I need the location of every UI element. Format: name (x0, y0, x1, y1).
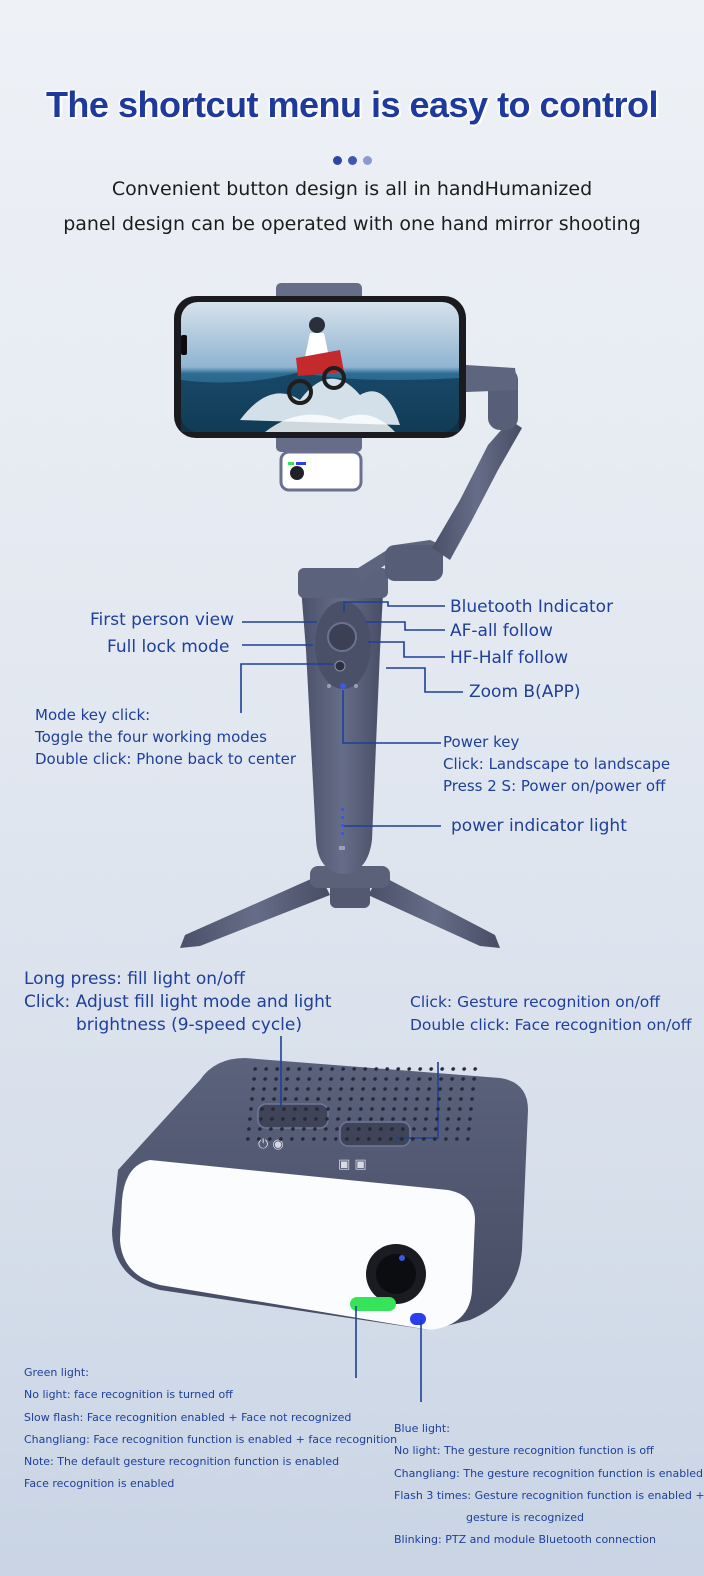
blue-note-4: gesture is recognized (466, 1511, 584, 1525)
label-first-person-view: First person view (90, 610, 235, 630)
dot-3 (362, 156, 372, 165)
green-light-notes: Green light: No light: face recognition … (24, 1362, 397, 1496)
blue-note-2: Changliang: The gesture recognition func… (394, 1466, 704, 1480)
tripod (180, 866, 500, 948)
blue-light-notes: Blue light: No light: The gesture recogn… (394, 1418, 704, 1552)
label-af-all-follow: AF-all follow (450, 621, 553, 641)
gimbal-illustration (174, 283, 522, 948)
label-bluetooth-indicator: Bluetooth Indicator (450, 597, 614, 617)
mode-key-line-3: Double click: Phone back to center (35, 750, 296, 768)
label-hf-half-follow: HF-Half follow (450, 648, 569, 668)
mode-key-line-2: Toggle the four working modes (35, 728, 267, 746)
label-full-lock-mode: Full lock mode (107, 637, 230, 657)
blue-light-indicator (410, 1313, 426, 1325)
dot-2 (347, 156, 357, 165)
motorcycle-rider (287, 317, 346, 405)
blue-note-3: Flash 3 times: Gesture recognition funct… (394, 1488, 704, 1502)
green-note-4: Note: The default gesture recognition fu… (24, 1455, 340, 1469)
green-note-2: Slow flash: Face recognition enabled + F… (24, 1410, 352, 1424)
blue-note-1: No light: The gesture recognition functi… (394, 1444, 654, 1458)
green-note-1: No light: face recognition is turned off (24, 1388, 233, 1402)
label-power-indicator: power indicator light (451, 816, 627, 836)
gimbal-leader-lines (240, 601, 463, 827)
fill-line-2: Click: Adjust fill light mode and light (24, 992, 332, 1012)
svg-text:▣ ▣: ▣ ▣ (338, 1157, 367, 1172)
mini-light-module (279, 450, 363, 492)
fill-line-3: brightness (9-speed cycle) (76, 1015, 302, 1035)
subtitle-line-2: panel design can be operated with one ha… (63, 213, 641, 235)
power-key-line-2: Click: Landscape to landscape (443, 755, 671, 773)
green-light-indicator (350, 1297, 396, 1311)
fill-line-1: Long press: fill light on/off (24, 969, 245, 989)
green-note-3: Changliang: Face recognition function is… (24, 1432, 398, 1446)
mode-key-line-1: Mode key click: (35, 706, 151, 724)
gesture-line-1: Click: Gesture recognition on/off (410, 993, 660, 1011)
label-zoom: Zoom B(APP) (469, 682, 581, 702)
label-gesture: Click: Gesture recognition on/off Double… (410, 991, 691, 1037)
label-mode-key: Mode key click: Toggle the four working … (35, 704, 296, 770)
label-power-key: Power key Click: Landscape to landscape … (443, 731, 670, 797)
page-title: The shortcut menu is easy to control (45, 84, 659, 125)
green-note-0: Green light: (24, 1366, 89, 1379)
gimbal-arm (355, 365, 522, 582)
power-key-line-1: Power key (443, 733, 520, 751)
smartphone (174, 296, 466, 438)
gesture-line-2: Double click: Face recognition on/off (410, 1016, 692, 1034)
dot-1 (332, 156, 342, 165)
green-note-5: Face recognition is enabled (24, 1477, 175, 1491)
blue-note-5: Blinking: PTZ and module Bluetooth conne… (394, 1533, 657, 1547)
power-key-line-3: Press 2 S: Power on/power off (443, 777, 666, 795)
label-fill-light: Long press: fill light on/off Click: Adj… (24, 968, 332, 1037)
blue-note-0: Blue light: (394, 1422, 450, 1435)
pagination-dots (0, 150, 704, 169)
subtitle-line-1: Convenient button design is all in handH… (111, 178, 593, 200)
speaker-dots (241, 1064, 481, 1144)
